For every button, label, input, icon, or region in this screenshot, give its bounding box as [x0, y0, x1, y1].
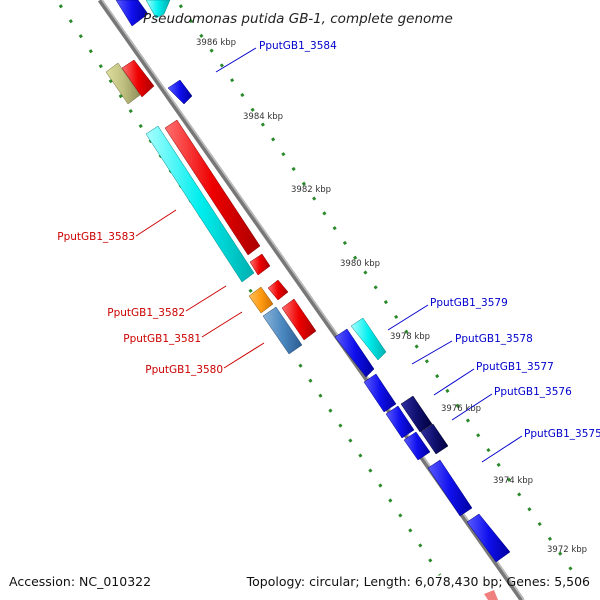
- gene-label-reverse[interactable]: PputGB1_3575: [524, 428, 600, 440]
- gene-label-forward[interactable]: PputGB1_3581: [123, 333, 201, 345]
- scale-label: 3976 kbp: [441, 404, 481, 414]
- scale-label: 3984 kbp: [243, 112, 283, 122]
- gene-label-forward[interactable]: PputGB1_3582: [107, 307, 185, 319]
- accession-text: Accession: NC_010322: [9, 574, 151, 589]
- gene-arrow-blue-3578[interactable]: [363, 373, 397, 413]
- leader-line-reverse: [215, 47, 257, 73]
- scale-label: 3986 kbp: [196, 38, 236, 48]
- gene-arrow-red-lower-a[interactable]: [267, 279, 289, 301]
- gene-arrow-orange[interactable]: [248, 286, 274, 314]
- gene-label-reverse[interactable]: PputGB1_3576: [494, 386, 572, 398]
- gene-label-reverse[interactable]: PputGB1_3579: [430, 297, 508, 309]
- tick-track-inner-right: [178, 4, 577, 576]
- gene-arrow-red-bottom[interactable]: [484, 590, 498, 600]
- scale-label: 3980 kbp: [340, 259, 380, 269]
- gene-arrow-blue-3575[interactable]: [427, 459, 473, 517]
- gene-arrow-top-cyan[interactable]: [145, 0, 171, 19]
- leader-line-reverse: [433, 368, 475, 396]
- gene-arrow-red-lower-b[interactable]: [281, 298, 317, 341]
- leader-line-forward: [135, 209, 177, 237]
- genome-summary-text: Topology: circular; Length: 6,078,430 bp…: [246, 574, 590, 589]
- gene-arrow-navy-3576a[interactable]: [400, 395, 433, 433]
- gene-arrow-cyan-3579b[interactable]: [350, 317, 387, 361]
- gene-label-reverse[interactable]: PputGB1_3577: [476, 361, 554, 373]
- leader-line-reverse: [411, 340, 453, 365]
- gene-arrow-navy-3576b[interactable]: [420, 423, 449, 455]
- gene-arrow-blue-3576c[interactable]: [403, 431, 431, 461]
- gene-label-forward[interactable]: PputGB1_3580: [145, 364, 223, 376]
- gene-arrow-steel[interactable]: [262, 306, 303, 355]
- scale-label: 3972 kbp: [547, 545, 587, 555]
- tick-track-outer-left: [58, 4, 442, 576]
- gene-arrow-red-small[interactable]: [121, 59, 155, 98]
- leader-line-reverse: [451, 393, 493, 421]
- leader-line-reverse: [387, 304, 429, 331]
- gene-label-reverse[interactable]: PputGB1_3584: [259, 40, 337, 52]
- gene-arrow-blue-bottom[interactable]: [466, 513, 511, 563]
- leader-line-reverse: [481, 435, 523, 463]
- gene-arrow-red-mid[interactable]: [249, 253, 271, 276]
- leader-line-forward: [223, 342, 265, 369]
- genome-title: Pseudomonas putida GB-1, complete genome: [143, 11, 453, 27]
- scale-label: 3982 kbp: [291, 185, 331, 195]
- gene-arrow-olive[interactable]: [105, 62, 141, 105]
- gene-label-forward[interactable]: PputGB1_3583: [57, 231, 135, 243]
- gene-arrow-cyan-long[interactable]: [145, 125, 255, 283]
- leader-line-forward: [185, 285, 227, 312]
- gene-arrow-red-long[interactable]: [164, 119, 261, 256]
- leader-line-forward: [201, 311, 243, 338]
- gene-arrow-blue-3577[interactable]: [385, 405, 415, 439]
- gene-label-reverse[interactable]: PputGB1_3578: [455, 333, 533, 345]
- gene-arrow-blue-3584[interactable]: [167, 79, 193, 105]
- gene-arrow-top-left-blue[interactable]: [115, 0, 149, 27]
- gene-arrow-blue-3579a[interactable]: [334, 328, 375, 378]
- scale-label: 3974 kbp: [493, 476, 533, 486]
- scale-label: 3978 kbp: [390, 332, 430, 342]
